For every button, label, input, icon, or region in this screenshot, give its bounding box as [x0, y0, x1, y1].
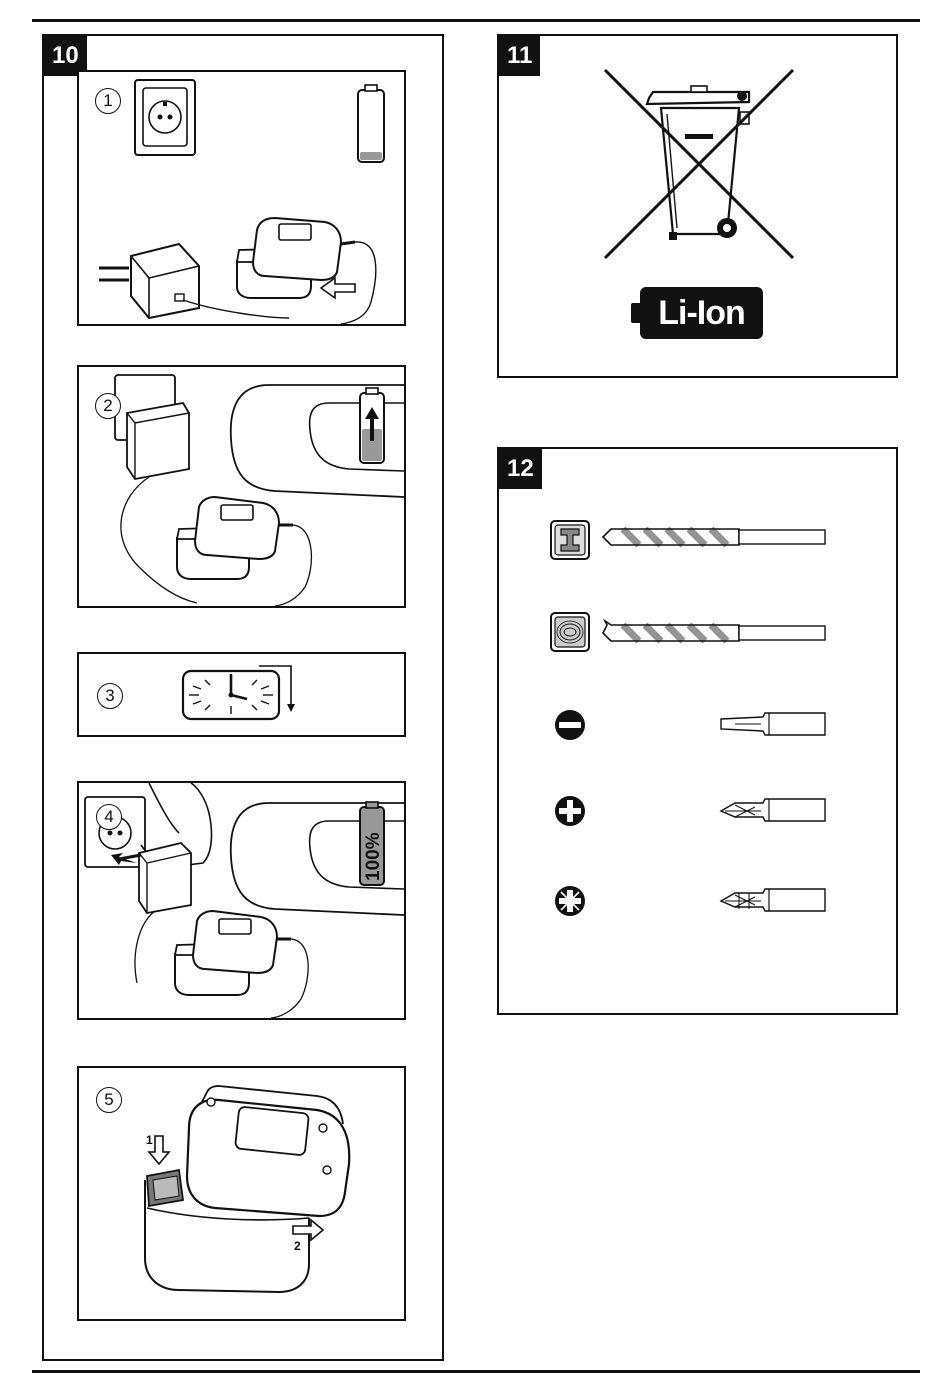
pozidriv-icon	[555, 886, 585, 916]
battery-release-icon: 1 2	[79, 1068, 404, 1319]
pozidriv-screwdriver-bit-icon	[721, 889, 825, 911]
battery-empty-icon	[358, 85, 384, 162]
wall-socket-icon	[135, 80, 195, 155]
battery-charging-icon	[360, 388, 384, 463]
step-1-panel: 1	[77, 70, 406, 326]
step-1-illustration	[79, 72, 404, 324]
charging-dock-icon	[175, 911, 308, 1018]
step-3-panel: 3	[77, 652, 406, 737]
step-4-panel: 100% 4	[77, 781, 406, 1020]
slotted-icon	[555, 710, 585, 740]
top-rule	[32, 19, 920, 22]
step-4-number: 4	[96, 804, 122, 830]
bottom-rule	[32, 1370, 920, 1373]
step-2-illustration	[79, 367, 404, 606]
step-5-panel: 5 1 2	[77, 1066, 406, 1321]
bits-chart	[499, 449, 896, 1013]
battery-percentage-text: 100%	[363, 832, 384, 881]
arrow-1-label: 1	[146, 1133, 153, 1147]
arrow-2-label: 2	[294, 1239, 301, 1253]
clock-icon	[79, 654, 404, 735]
charging-dock-icon	[177, 497, 311, 606]
wood-icon	[551, 613, 589, 651]
slotted-screwdriver-bit-icon	[721, 713, 825, 735]
step-2-panel: 2	[77, 365, 406, 608]
step-2-number: 2	[95, 393, 121, 419]
charging-dock-icon	[237, 218, 376, 324]
step-4-illustration: 100%	[79, 783, 404, 1018]
wood-drill-bit-icon	[603, 621, 825, 641]
metal-icon	[551, 521, 589, 559]
phillips-screwdriver-bit-icon	[721, 799, 825, 821]
phillips-icon	[555, 796, 585, 826]
metal-drill-bit-icon	[603, 529, 825, 545]
li-ion-battery-badge: Li-Ion	[640, 287, 763, 339]
figure-12: 12	[497, 447, 898, 1015]
